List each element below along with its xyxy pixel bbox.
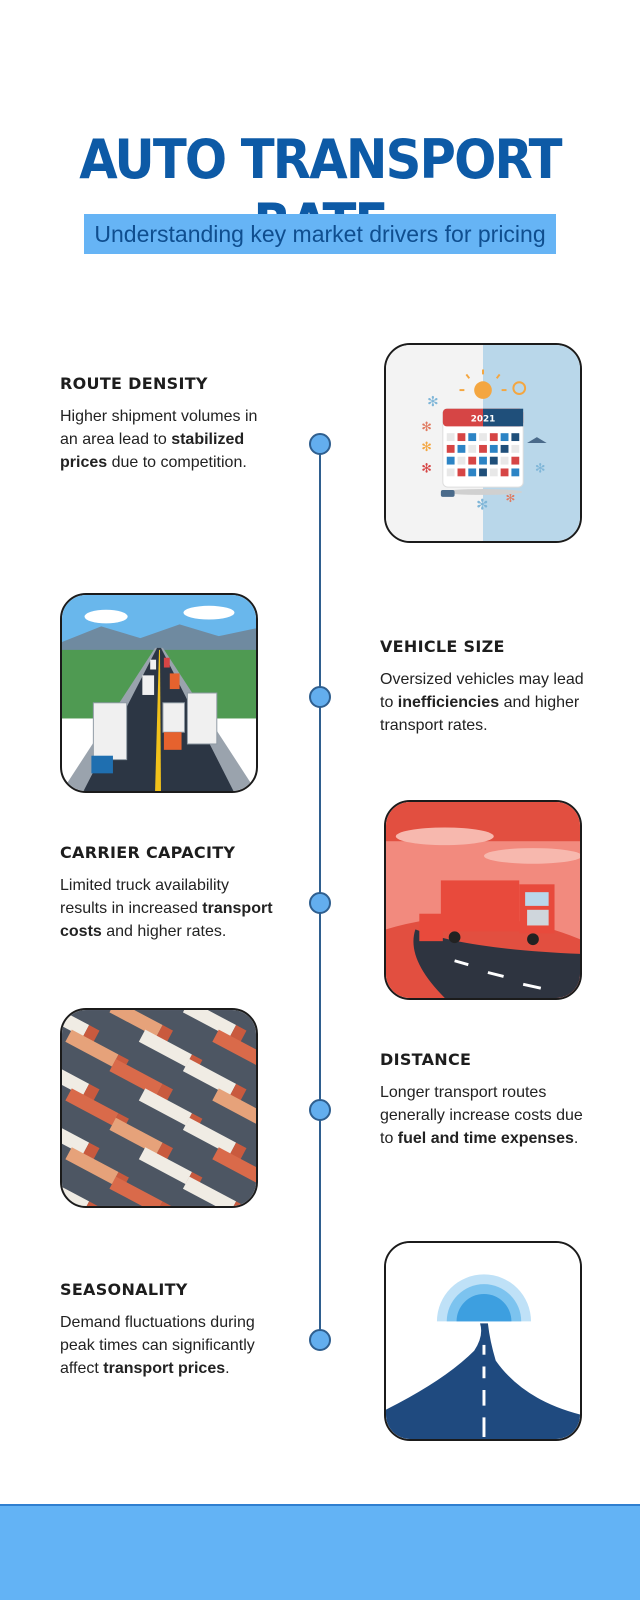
text: and higher transport rates. — [380, 694, 580, 734]
traffic-icon — [62, 595, 256, 791]
calendar-seasons-illustration: ✻ ✻ ✻ ✻ ✻ ✻ ✻ 2021 — [384, 343, 582, 543]
factor-description: Limited truck availability results in in… — [60, 874, 275, 943]
text: Longer transport routes generally increa… — [380, 1084, 583, 1147]
highway-traffic-illustration — [60, 593, 258, 793]
subtitle-banner: Understanding key market drivers for pri… — [0, 214, 640, 254]
svg-text:✻: ✻ — [476, 497, 488, 514]
calendar-year: 2021 — [471, 414, 495, 424]
calendar-icon: ✻ ✻ ✻ ✻ ✻ ✻ ✻ 2021 — [386, 345, 580, 541]
svg-text:✻: ✻ — [421, 461, 432, 476]
svg-text:✻: ✻ — [506, 491, 516, 505]
factor-seasonality: SEASONALITY Demand fluctuations during p… — [60, 1280, 275, 1380]
timeline-dot — [309, 686, 331, 708]
road-icon — [386, 1243, 580, 1439]
factor-route-density: ROUTE DENSITY Higher shipment volumes in… — [60, 374, 275, 474]
factor-description: Demand fluctuations during peak times ca… — [60, 1311, 275, 1380]
bold-text: transport prices — [103, 1360, 226, 1377]
timeline-dot — [309, 1329, 331, 1351]
timeline-dot — [309, 1099, 331, 1121]
text: . — [573, 1130, 579, 1147]
timeline-dot — [309, 433, 331, 455]
factor-distance: DISTANCE Longer transport routes general… — [380, 1050, 595, 1150]
footer-band — [0, 1504, 640, 1600]
svg-text:✻: ✻ — [421, 420, 432, 435]
factor-description: Longer transport routes generally increa… — [380, 1081, 595, 1150]
red-trucks-road-illustration — [384, 800, 582, 1000]
bold-text: stabilized prices — [60, 431, 245, 471]
text: Higher shipment volumes in an area lead … — [60, 408, 258, 448]
svg-text:✻: ✻ — [535, 461, 546, 476]
factor-heading: ROUTE DENSITY — [60, 374, 208, 393]
factor-heading: CARRIER CAPACITY — [60, 843, 236, 862]
svg-text:✻: ✻ — [421, 440, 432, 455]
factor-heading: SEASONALITY — [60, 1280, 188, 1299]
factor-description: Oversized vehicles may lead to inefficie… — [380, 668, 595, 737]
timeline-dot — [309, 892, 331, 914]
factor-carrier-capacity: CARRIER CAPACITY Limited truck availabil… — [60, 843, 275, 943]
text: Oversized vehicles may lead to — [380, 671, 584, 711]
factor-vehicle-size: VEHICLE SIZE Oversized vehicles may lead… — [380, 637, 595, 737]
text: . — [225, 1360, 230, 1377]
factor-description: Higher shipment volumes in an area lead … — [60, 405, 275, 474]
truck-icon — [386, 802, 580, 998]
text: Demand fluctuations during peak times ca… — [60, 1314, 255, 1377]
text: and higher rates. — [101, 923, 227, 940]
text: Limited truck availability results in in… — [60, 877, 229, 917]
factor-heading: VEHICLE SIZE — [380, 637, 505, 656]
svg-text:✻: ✻ — [427, 394, 438, 410]
trucks-lot-icon — [62, 1010, 256, 1206]
factor-heading: DISTANCE — [380, 1050, 472, 1069]
bold-text: fuel and time expenses — [397, 1130, 574, 1147]
bold-text: transport costs — [60, 900, 273, 940]
text: due to competition. — [107, 454, 247, 471]
bold-text: inefficiencies — [397, 694, 500, 711]
page-subtitle: Understanding key market drivers for pri… — [84, 214, 556, 254]
winding-road-illustration — [384, 1241, 582, 1441]
parked-trucks-illustration — [60, 1008, 258, 1208]
